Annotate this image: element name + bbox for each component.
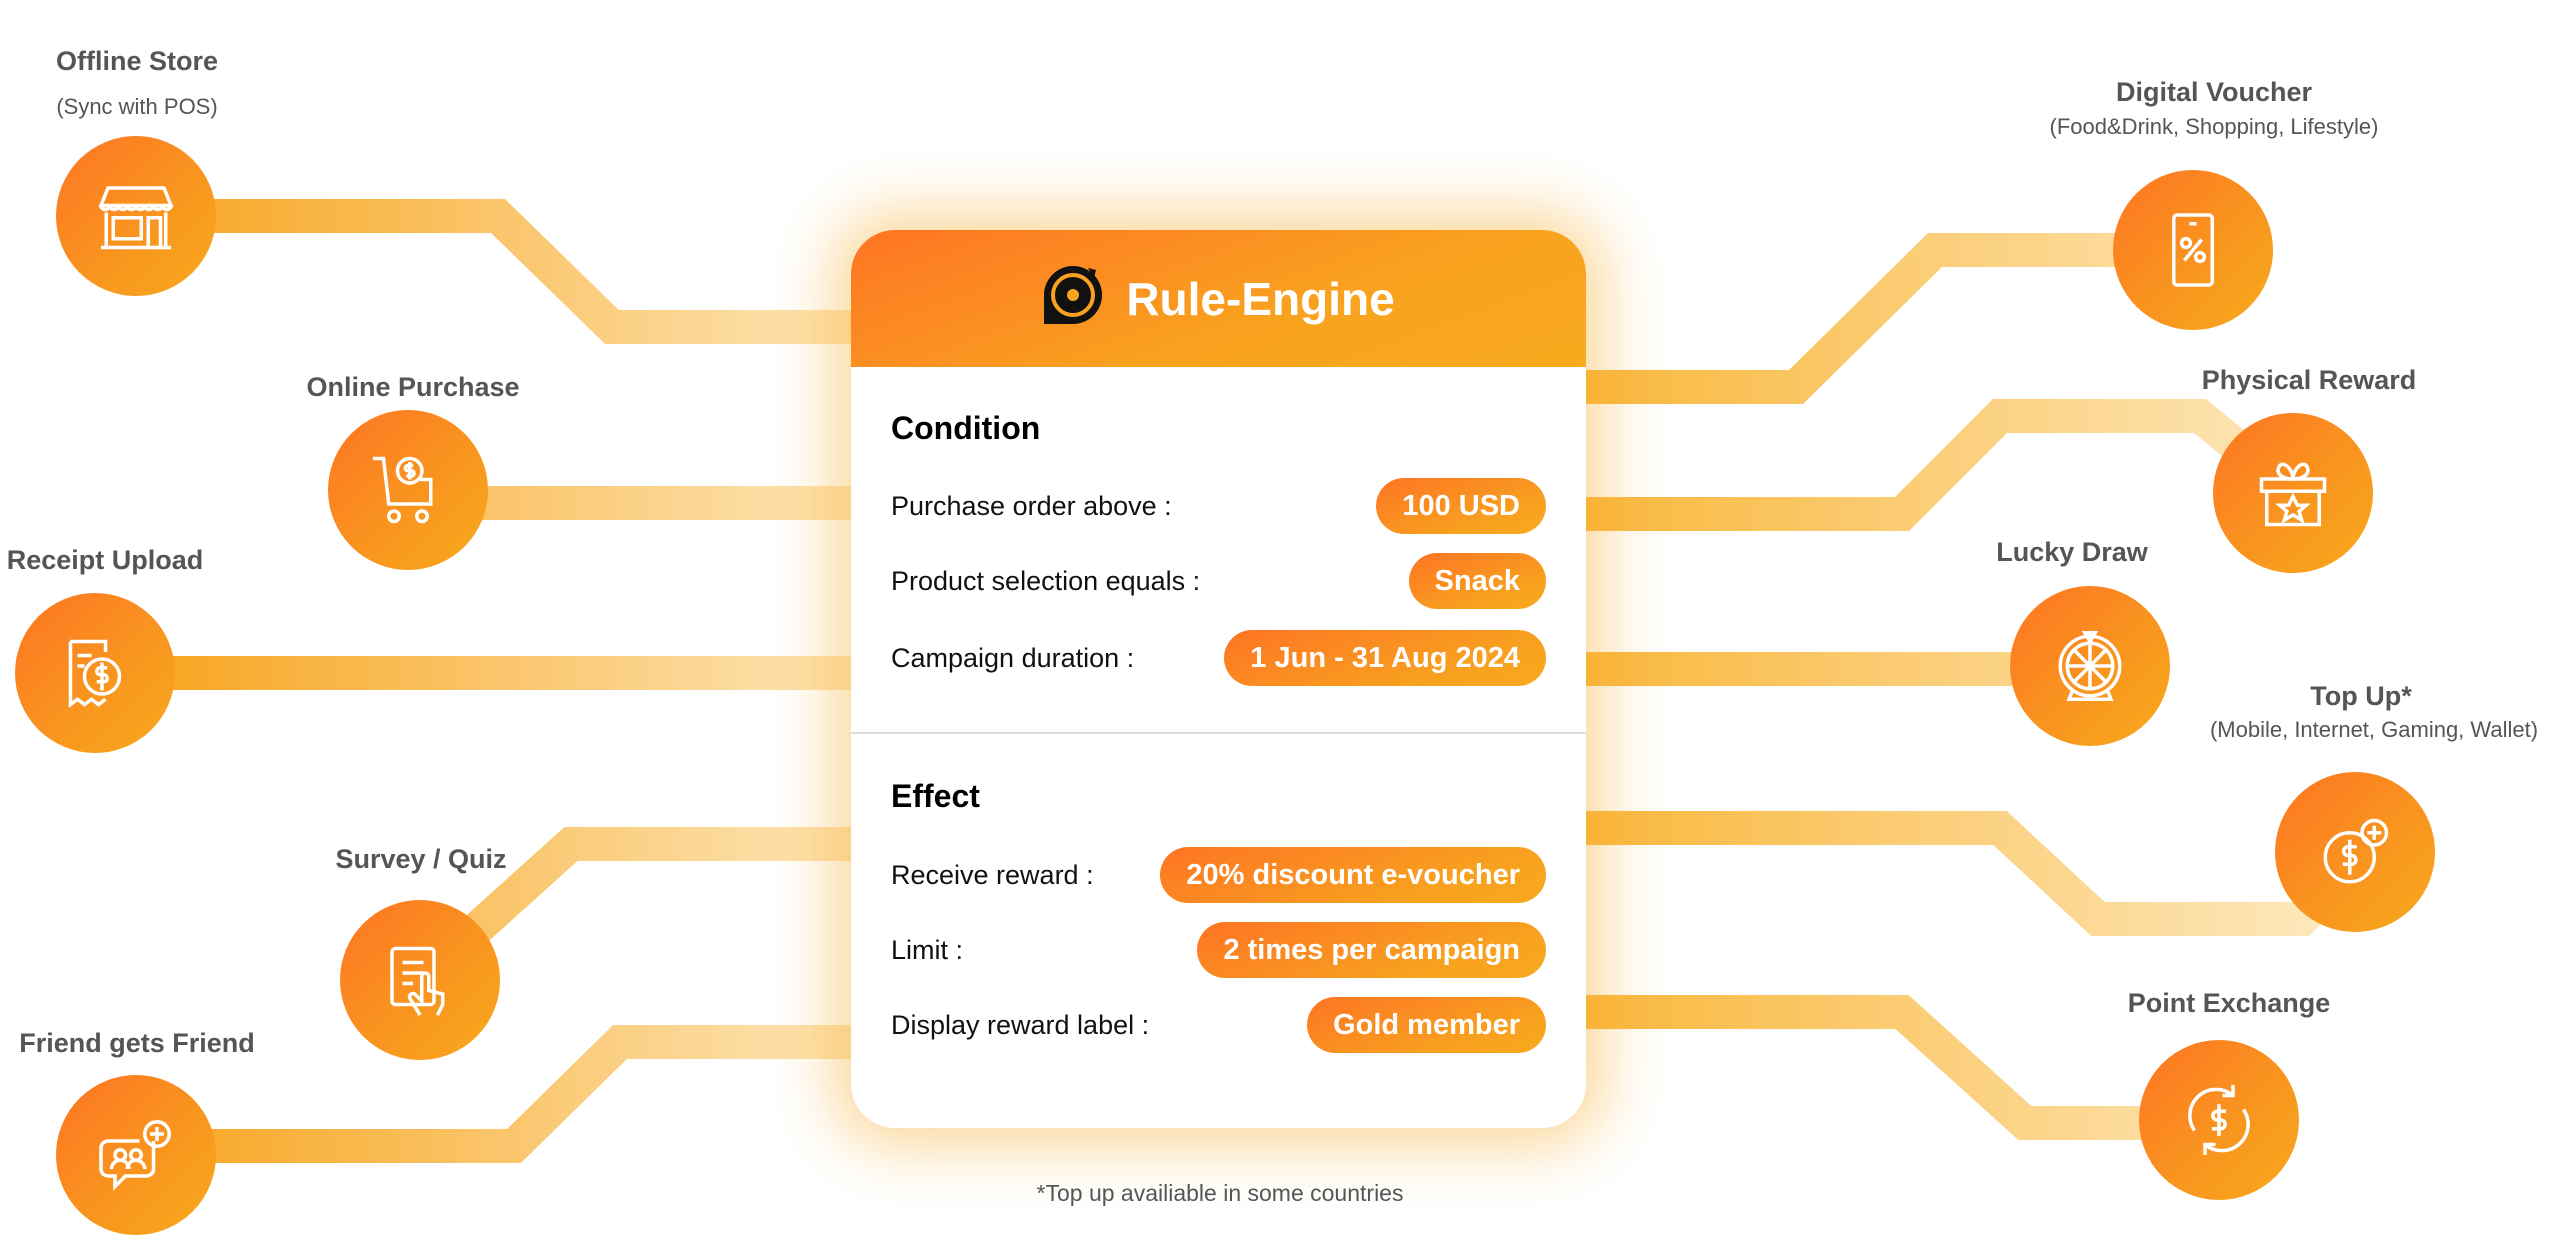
- gift-icon: [2259, 462, 2327, 527]
- line-friend: [140, 1025, 860, 1163]
- effect-row: Display reward label : Gold member: [891, 997, 1546, 1053]
- effect-row: Receive reward : 20% discount e-voucher: [891, 847, 1546, 903]
- condition-row: Campaign duration : 1 Jun - 31 Aug 2024: [891, 630, 1546, 686]
- wheel-icon: [2058, 631, 2122, 701]
- digital-voucher-node[interactable]: [2113, 170, 2273, 330]
- receipt-upload-node[interactable]: [15, 593, 175, 753]
- effect-label: Display reward label :: [891, 1009, 1150, 1040]
- footnote: *Top up availiable in some countries: [1036, 1180, 1404, 1206]
- offline-store-label: Offline Store: [55, 46, 219, 76]
- survey-quiz-node[interactable]: [340, 900, 500, 1060]
- rule-engine-logo-icon: [1044, 265, 1103, 324]
- referral-icon: [99, 1120, 171, 1191]
- exchange-icon: [2188, 1085, 2250, 1155]
- cart-icon: [373, 456, 433, 524]
- condition-label: Purchase order above :: [891, 490, 1172, 521]
- line-offline-store: [140, 199, 860, 344]
- receipt-upload-label: Receipt Upload: [6, 545, 204, 575]
- effect-row: Limit : 2 times per campaign: [891, 922, 1546, 978]
- effect-label: Receive reward :: [891, 859, 1094, 890]
- phone-percent-icon: [2172, 213, 2214, 287]
- friend-gets-friend-node[interactable]: [56, 1075, 216, 1235]
- rule-engine-card: Rule-Engine Condition Purchase order abo…: [851, 230, 1586, 1128]
- physical-reward-node[interactable]: [2213, 413, 2373, 573]
- offline-store-sub: (Sync with POS): [56, 94, 218, 119]
- online-purchase-label: Online Purchase: [306, 372, 520, 402]
- condition-row: Purchase order above : 100 USD: [891, 478, 1546, 534]
- line-point-exchange: [1580, 995, 2219, 1140]
- card-header: Rule-Engine: [851, 230, 1586, 367]
- section-divider: [851, 732, 1586, 734]
- condition-value-pill: Snack: [1408, 553, 1546, 609]
- online-purchase-node[interactable]: [328, 410, 488, 570]
- store-icon: [98, 186, 174, 250]
- offline-store-node[interactable]: [56, 136, 216, 296]
- effect-value-pill: 20% discount e-voucher: [1160, 847, 1546, 903]
- condition-label: Campaign duration :: [891, 642, 1135, 673]
- effect-value-pill: 2 times per campaign: [1197, 922, 1546, 978]
- lucky-draw-label: Lucky Draw: [1996, 537, 2148, 567]
- lucky-draw-node[interactable]: [2010, 586, 2170, 746]
- effect-value-pill: Gold member: [1307, 997, 1546, 1053]
- effect-heading: Effect: [891, 778, 980, 814]
- line-digital-voucher: [1580, 233, 2193, 404]
- condition-row: Product selection equals : Snack: [891, 553, 1546, 609]
- coin-plus-icon: [2323, 818, 2389, 884]
- survey-icon: [390, 946, 445, 1016]
- top-up-sub: (Mobile, Internet, Gaming, Wallet): [2209, 717, 2539, 742]
- digital-voucher-label: Digital Voucher: [2115, 77, 2313, 107]
- receipt-icon: [68, 639, 122, 708]
- condition-heading: Condition: [891, 410, 1041, 446]
- card-title: Rule-Engine: [1126, 272, 1395, 325]
- top-up-node[interactable]: [2275, 772, 2435, 932]
- effect-label: Limit :: [891, 934, 964, 965]
- condition-value-pill: 100 USD: [1376, 478, 1546, 534]
- digital-voucher-sub: (Food&Drink, Shopping, Lifestyle): [2049, 114, 2379, 139]
- point-exchange-node[interactable]: [2139, 1040, 2299, 1200]
- friend-gets-friend-label: Friend gets Friend: [19, 1028, 255, 1058]
- point-exchange-label: Point Exchange: [2127, 988, 2331, 1018]
- survey-quiz-label: Survey / Quiz: [335, 844, 507, 874]
- line-top-up: [1580, 811, 2358, 936]
- line-physical-reward: [1580, 399, 2271, 531]
- condition-value-pill: 1 Jun - 31 Aug 2024: [1224, 630, 1546, 686]
- condition-label: Product selection equals :: [891, 565, 1201, 596]
- top-up-label: Top Up*: [2310, 681, 2412, 711]
- physical-reward-label: Physical Reward: [2201, 365, 2417, 395]
